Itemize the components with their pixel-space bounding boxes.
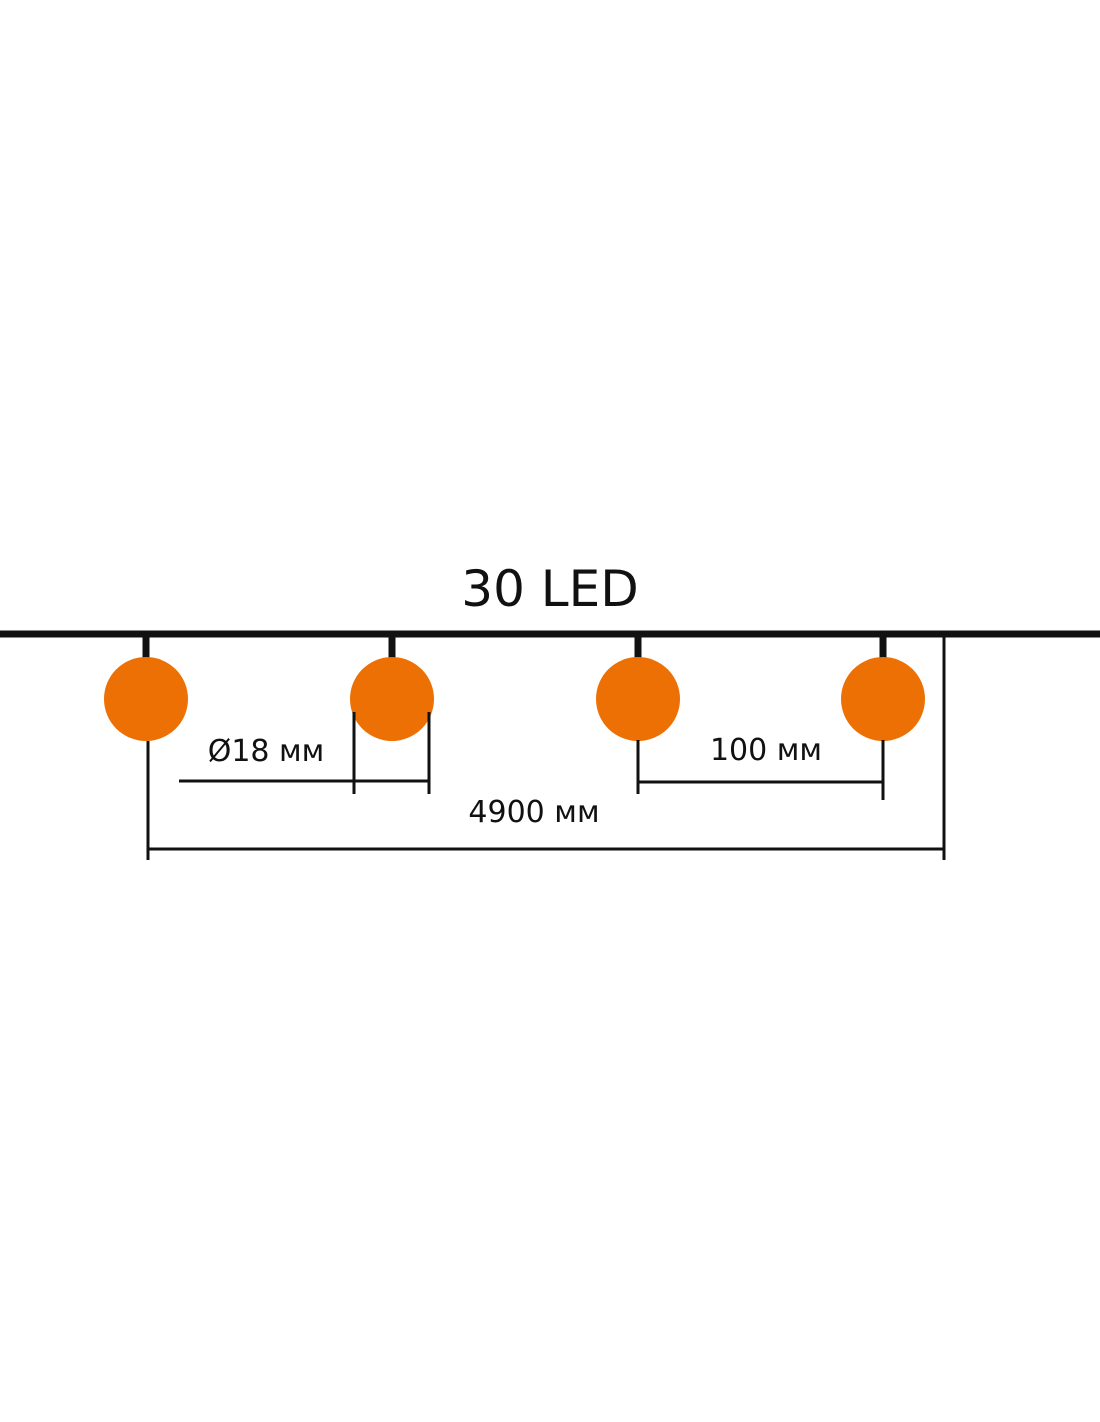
bulbs: [104, 657, 925, 741]
total-length-label: 4900 мм: [468, 795, 599, 830]
diameter-label: Ø18 мм: [208, 734, 325, 769]
spacing-dimension: [636, 740, 885, 800]
led-bulb-3: [596, 657, 680, 741]
led-bulb-2: [350, 657, 434, 741]
bulb-stems: [142, 634, 887, 660]
spacing-label: 100 мм: [710, 733, 822, 768]
diagram-title: 30 LED: [461, 560, 638, 618]
diameter-dimension: [179, 712, 431, 794]
led-bulb-4: [841, 657, 925, 741]
led-bulb-1: [104, 657, 188, 741]
total-length-dimension: [146, 634, 946, 860]
